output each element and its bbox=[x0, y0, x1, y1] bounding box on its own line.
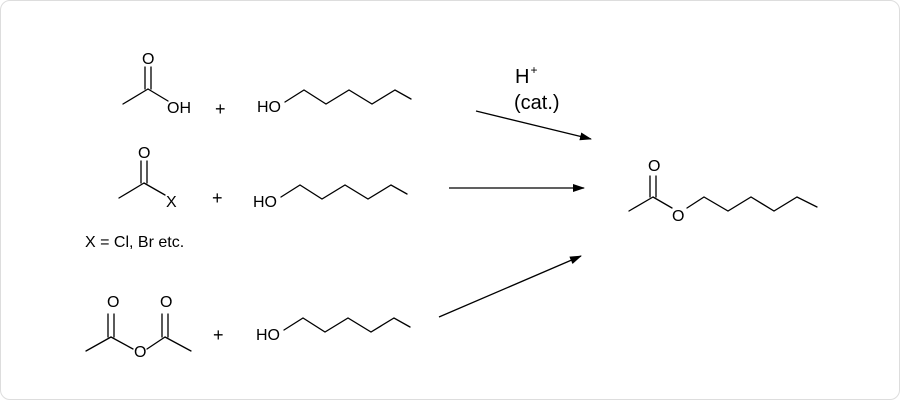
x-definition-note: X = Cl, Br etc. bbox=[85, 234, 184, 251]
acetic-anhydride: O O O bbox=[85, 294, 192, 361]
carbonyl-oxygen-label: O bbox=[160, 294, 172, 311]
acetyl-halide: O X bbox=[118, 145, 177, 211]
hydroxyl-label: OH bbox=[167, 100, 191, 117]
hydroxyl-label: HO bbox=[257, 99, 281, 116]
pentanol-2: HO bbox=[253, 184, 408, 211]
plus-sign: + bbox=[215, 99, 226, 119]
pentanol-3: HO bbox=[256, 317, 411, 344]
carbonyl-oxygen-label: O bbox=[138, 145, 150, 162]
carbonyl-oxygen-label: O bbox=[107, 294, 119, 311]
reaction-arrow-1 bbox=[475, 110, 592, 141]
pentyl-acetate-product: O O bbox=[628, 158, 818, 225]
hydroxyl-label: HO bbox=[256, 327, 280, 344]
catalyst-note: (cat.) bbox=[514, 92, 560, 114]
acetic-acid: O OH bbox=[122, 51, 191, 117]
carbonyl-oxygen-label: O bbox=[142, 51, 154, 68]
plus-sign: + bbox=[213, 325, 224, 345]
halogen-label: X bbox=[166, 194, 177, 211]
pentanol-1: HO bbox=[257, 89, 412, 116]
ester-oxygen-label: O bbox=[672, 208, 684, 225]
carbonyl-oxygen-label: O bbox=[648, 158, 660, 175]
hydroxyl-label: HO bbox=[253, 194, 277, 211]
bridging-oxygen-label: O bbox=[134, 344, 146, 361]
plus-sign: + bbox=[212, 188, 223, 208]
catalyst-label: H+ bbox=[515, 63, 537, 88]
reaction-arrow-3 bbox=[438, 255, 582, 318]
